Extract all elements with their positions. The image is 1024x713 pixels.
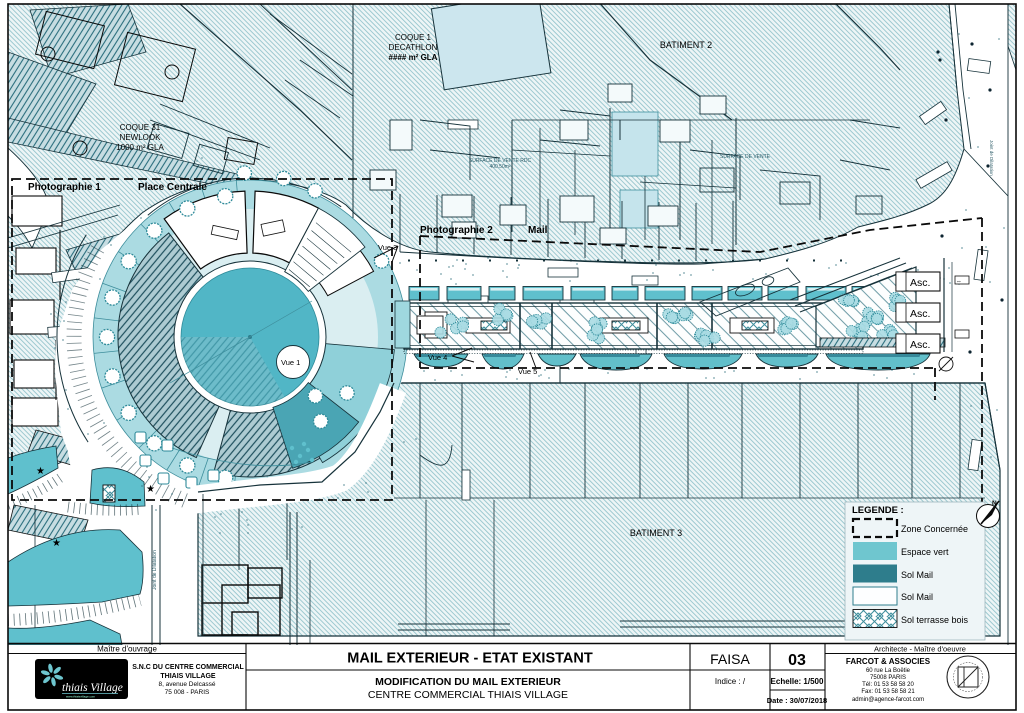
svg-text:COQUE 1: COQUE 1 xyxy=(395,33,432,42)
svg-text:★: ★ xyxy=(52,538,61,549)
svg-text:Sol Mail: Sol Mail xyxy=(901,570,933,580)
svg-text:Vue 5: Vue 5 xyxy=(518,367,537,376)
svg-text:COQUE 31: COQUE 31 xyxy=(120,123,161,132)
svg-text:Vue 1: Vue 1 xyxy=(281,358,300,367)
svg-text:Sol Mail: Sol Mail xyxy=(901,592,933,602)
svg-text:MAIL EXTERIEUR - ETAT EXISTANT: MAIL EXTERIEUR - ETAT EXISTANT xyxy=(347,651,593,667)
svg-text:Vue 4: Vue 4 xyxy=(428,353,447,362)
svg-text:Asc.: Asc. xyxy=(910,277,930,289)
svg-text:FAISA: FAISA xyxy=(710,651,750,667)
svg-text:Fax: 01 53 58 58 21: Fax: 01 53 58 58 21 xyxy=(861,689,915,695)
svg-text:75008 PARIS: 75008 PARIS xyxy=(870,675,906,681)
svg-text:thiais Village: thiais Village xyxy=(62,682,123,694)
svg-text:8, avenue Delcassé: 8, avenue Delcassé xyxy=(158,681,215,688)
svg-text:admin@agence-farcot.com: admin@agence-farcot.com xyxy=(852,697,924,703)
svg-text:FARCOT & ASSOCIES: FARCOT & ASSOCIES xyxy=(846,657,931,666)
svg-text:400.50m²: 400.50m² xyxy=(489,164,510,170)
svg-text:LEGENDE :: LEGENDE : xyxy=(852,505,904,516)
svg-text:Asc.: Asc. xyxy=(910,308,930,320)
svg-text:Tél: 01 53 58 58 20: Tél: 01 53 58 58 20 xyxy=(862,682,914,688)
svg-text:Asc.: Asc. xyxy=(910,339,930,351)
svg-text:Indice : /: Indice : / xyxy=(715,677,746,686)
svg-text:MODIFICATION DU MAIL EXTERIEUR: MODIFICATION DU MAIL EXTERIEUR xyxy=(375,676,561,688)
svg-text:S.N.C DU CENTRE COMMERCIAL: S.N.C DU CENTRE COMMERCIAL xyxy=(132,664,244,671)
svg-text:Zone Concernée: Zone Concernée xyxy=(901,524,968,534)
svg-text:www.thiaisvillage.com: www.thiaisvillage.com xyxy=(66,695,96,699)
svg-text:Mail: Mail xyxy=(528,225,548,236)
svg-text:SURFACE DE VENTE RDC: SURFACE DE VENTE RDC xyxy=(469,158,532,164)
svg-text:#### m² GLA: #### m² GLA xyxy=(389,53,438,62)
svg-text:Date : 30/07/2018: Date : 30/07/2018 xyxy=(767,696,827,705)
svg-text:Photographie 1: Photographie 1 xyxy=(28,182,101,193)
svg-text:NEWLOOK: NEWLOOK xyxy=(120,133,162,142)
svg-text:N: N xyxy=(992,500,997,507)
svg-text:★: ★ xyxy=(146,484,155,495)
svg-text:BATIMENT 3: BATIMENT 3 xyxy=(630,528,682,538)
svg-text:SURFACE DE VENTE: SURFACE DE VENTE xyxy=(720,154,771,160)
svg-text:THIAIS VILLAGE: THIAIS VILLAGE xyxy=(160,673,216,680)
svg-text:★: ★ xyxy=(36,466,45,477)
svg-text:Echelle: 1/500: Echelle: 1/500 xyxy=(771,677,824,686)
svg-text:Joint de Dilatation: Joint de Dilatation xyxy=(152,550,158,590)
svg-text:BATIMENT 2: BATIMENT 2 xyxy=(660,40,712,50)
svg-text:60 rue La Boëtie: 60 rue La Boëtie xyxy=(866,668,911,674)
svg-text:DECATHLON: DECATHLON xyxy=(389,43,438,52)
svg-text:75 008 - PARIS: 75 008 - PARIS xyxy=(165,689,210,696)
svg-text:⇔: ⇔ xyxy=(956,279,962,285)
svg-text:Joint de Dilatation: Joint de Dilatation xyxy=(989,140,994,176)
svg-text:Maître d'ouvrage: Maître d'ouvrage xyxy=(97,645,157,654)
svg-text:Sol terrasse bois: Sol terrasse bois xyxy=(901,615,969,625)
svg-text:Vue 3: Vue 3 xyxy=(378,243,397,252)
svg-text:CENTRE COMMERCIAL THIAIS VILLA: CENTRE COMMERCIAL THIAIS VILLAGE xyxy=(368,689,568,701)
svg-text:Place Centrale: Place Centrale xyxy=(138,182,207,193)
svg-text:03: 03 xyxy=(788,652,806,669)
svg-text:1000 m² GLA: 1000 m² GLA xyxy=(116,143,164,152)
svg-text:Architecte - Maître d'oeuvre: Architecte - Maître d'oeuvre xyxy=(874,645,966,654)
svg-text:Photographie 2: Photographie 2 xyxy=(420,225,493,236)
svg-text:Espace vert: Espace vert xyxy=(901,547,949,557)
